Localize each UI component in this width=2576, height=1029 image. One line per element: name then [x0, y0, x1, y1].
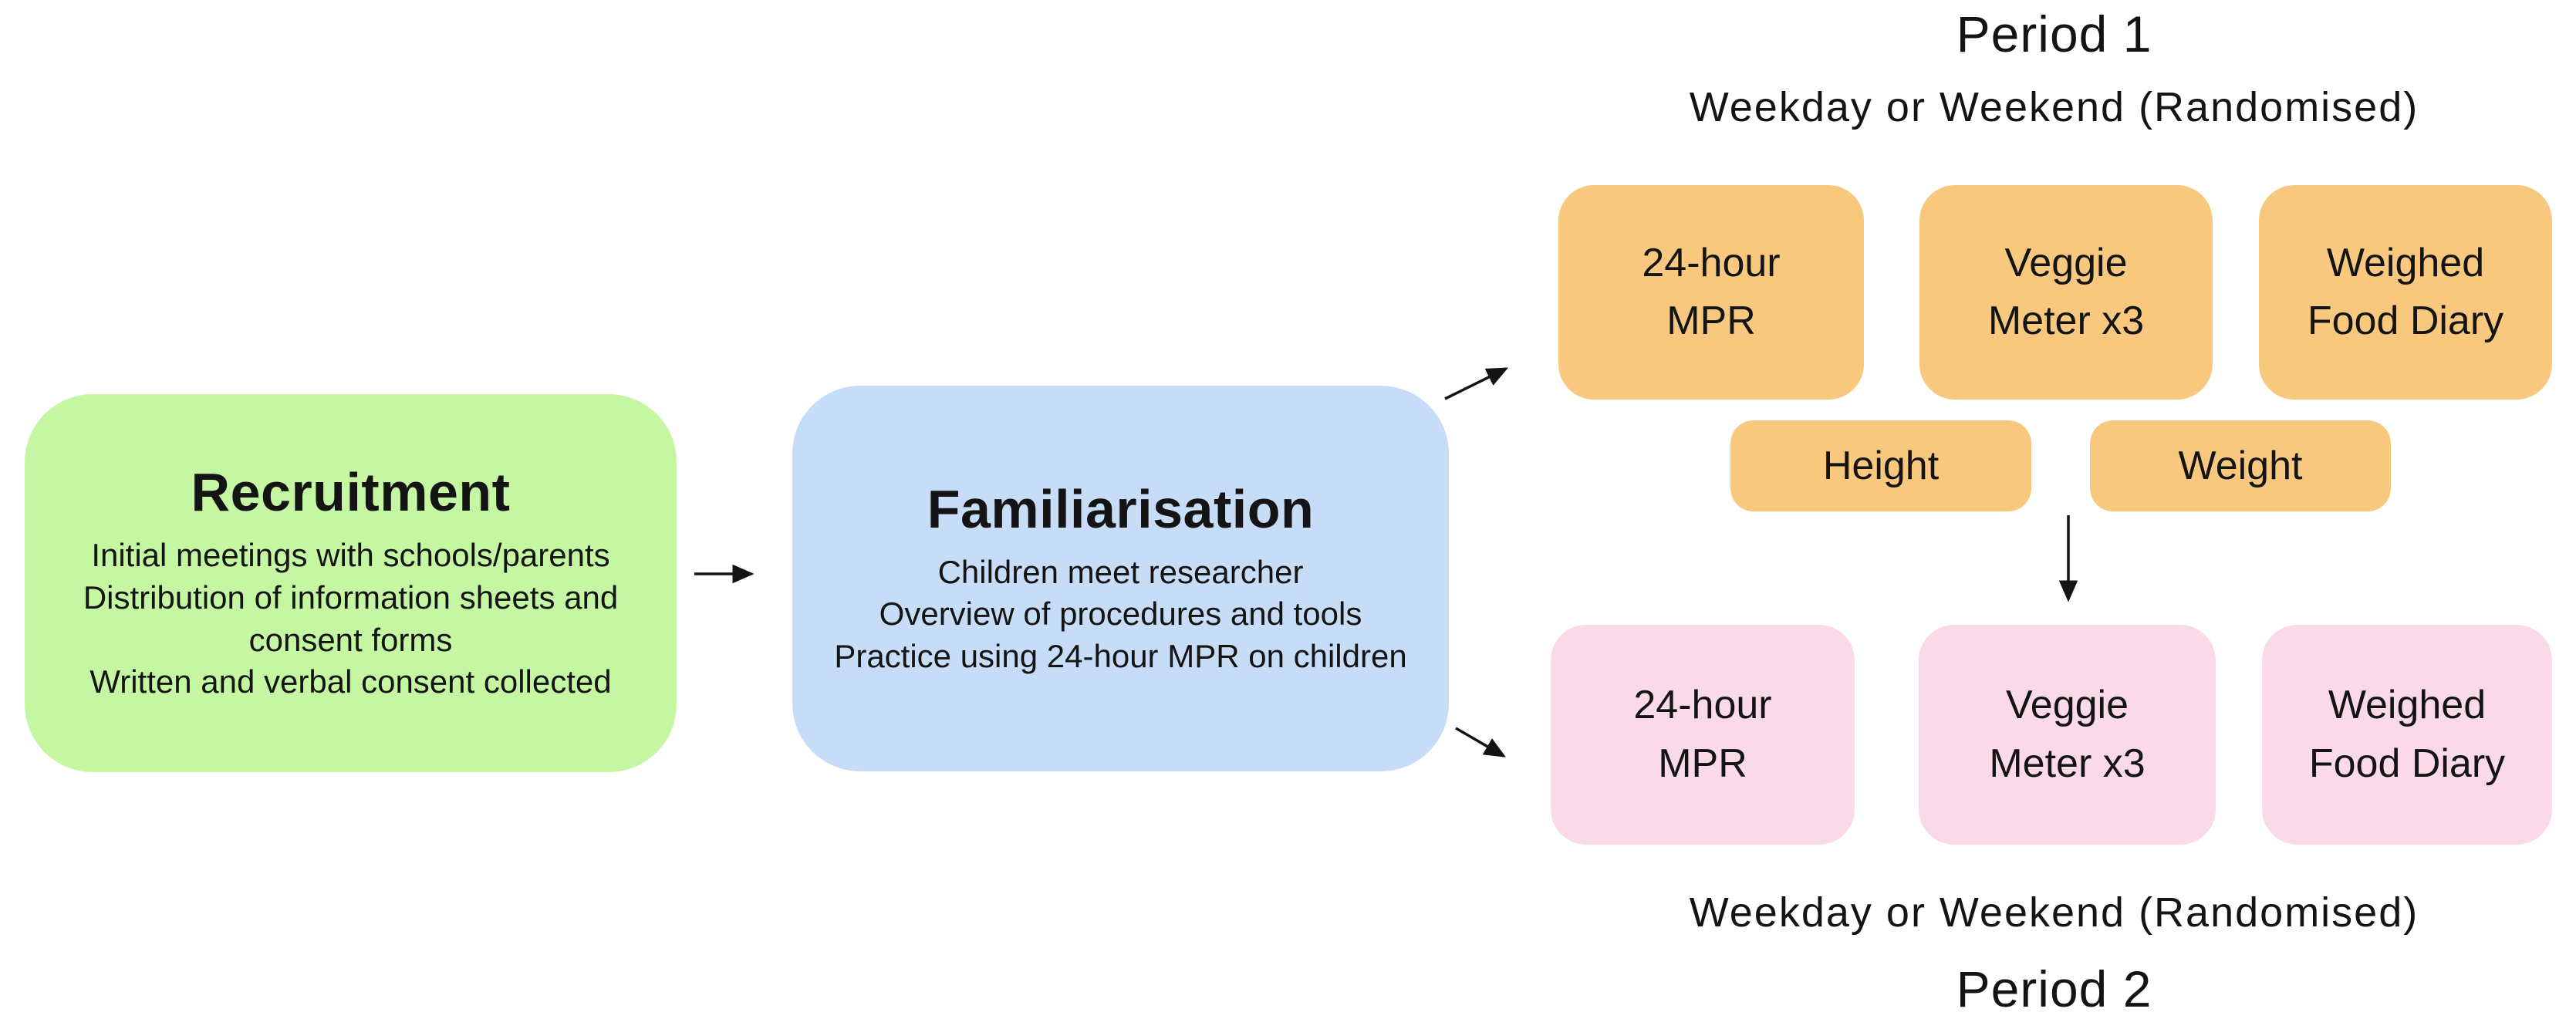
familiarisation-title: Familiarisation [927, 478, 1315, 539]
tool-label-line: Weighed [2326, 240, 2485, 285]
period1-subtitle: Weekday or Weekend (Randomised) [1689, 84, 2419, 130]
height-box: Height [1730, 420, 2031, 511]
familiarisation-line-3: Practice using 24-hour MPR on children [834, 637, 1407, 674]
recruitment-line-4: Written and verbal consent collected [89, 663, 612, 700]
period2-title: Period 2 [1956, 960, 2152, 1017]
familiarisation-box: Familiarisation Children meet researcher… [792, 386, 1449, 771]
arrow-familiarisation-to-period2-icon [1455, 727, 1507, 757]
familiarisation-line-1: Children meet researcher [937, 553, 1304, 590]
tool-label-line: MPR [1658, 741, 1747, 786]
tool-label-line: Food Diary [2307, 299, 2504, 343]
recruitment-title: Recruitment [191, 462, 511, 523]
period2-tool-veggie-meter: Veggie Meter x3 [1919, 625, 2216, 845]
tool-label-line: 24-hour [1642, 240, 1781, 285]
tool-label-line: Weighed [2328, 683, 2487, 728]
period2-subtitle: Weekday or Weekend (Randomised) [1689, 889, 2419, 936]
tool-label-line: Veggie [2005, 683, 2129, 728]
period1-tool-veggie-meter: Veggie Meter x3 [1919, 185, 2213, 400]
tool-label-line: Meter x3 [1989, 741, 2146, 786]
recruitment-line-3: consent forms [248, 621, 453, 658]
period1-tool-24hour-mpr: 24-hour MPR [1558, 185, 1864, 400]
recruitment-line-1: Initial meetings with schools/parents [91, 537, 610, 574]
period1-tool-weighed-food-diary: Weighed Food Diary [2259, 185, 2552, 400]
weight-box: Weight [2090, 420, 2391, 511]
tool-label-line: Meter x3 [1987, 299, 2145, 343]
tool-label-line: 24-hour [1633, 683, 1772, 728]
familiarisation-line-2: Overview of procedures and tools [879, 595, 1362, 633]
period2-tool-24hour-mpr: 24-hour MPR [1551, 625, 1855, 845]
tool-label-line: MPR [1666, 299, 1756, 343]
recruitment-line-2: Distribution of information sheets and [83, 579, 619, 616]
period1-title: Period 1 [1956, 5, 2152, 62]
tool-label-line: Veggie [2004, 240, 2128, 285]
arrow-familiarisation-to-period1-icon [1444, 367, 1509, 400]
tool-label-line: Food Diary [2308, 741, 2506, 786]
recruitment-box: Recruitment Initial meetings with school… [25, 394, 677, 772]
period2-tool-weighed-food-diary: Weighed Food Diary [2262, 625, 2552, 845]
